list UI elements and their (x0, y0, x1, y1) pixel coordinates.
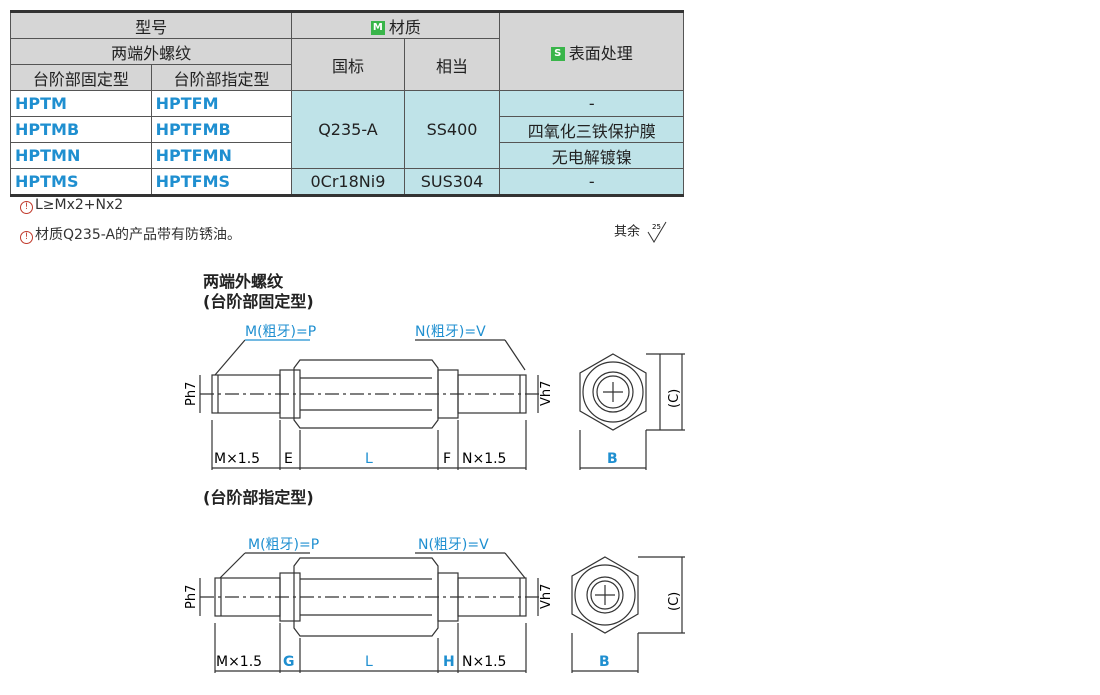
dim-v: Vh7 (539, 381, 554, 406)
model-specified[interactable]: HPTFMB (150, 116, 293, 143)
diagram1-title: 两端外螺纹 (台阶部固定型) (203, 272, 314, 311)
header-fixed: 台阶部固定型 (10, 64, 152, 91)
roughness-icon: 25 (647, 221, 667, 243)
model-fixed[interactable]: HPTMB (10, 116, 152, 143)
dim-l: L (365, 451, 373, 467)
material-badge-icon: M (370, 21, 385, 35)
material-gb: Q235-A (291, 90, 405, 169)
model-specified[interactable]: HPTFMN (150, 142, 293, 169)
dim-h: H (443, 654, 455, 670)
dim-m: M×1.5 (216, 654, 262, 670)
surface-cell: - (499, 90, 684, 117)
dim-n: N×1.5 (462, 451, 506, 467)
model-fixed[interactable]: HPTMN (10, 142, 152, 169)
material-equiv: SS400 (403, 90, 501, 169)
dim-l: L (365, 654, 373, 670)
header-specified: 台阶部指定型 (150, 64, 293, 91)
dim-n: N×1.5 (462, 654, 506, 670)
header-both-ends: 两端外螺纹 (9, 38, 293, 65)
dim-g: G (283, 654, 295, 670)
n-label: N(粗牙)=V (415, 324, 486, 340)
model-specified[interactable]: HPTFMS (150, 168, 293, 197)
roughness-rest: 其余 25 (614, 220, 670, 244)
table-row: HPTM HPTFM Q235-A SS400 - (10, 90, 684, 169)
dim-c: (C) (667, 389, 682, 408)
surface-cell: - (499, 168, 684, 197)
warning-icon: ! (20, 201, 33, 214)
note-1: !L≥Mx2+Nx2 (20, 197, 123, 214)
model-fixed[interactable]: HPTMS (10, 168, 152, 197)
surface-badge-icon: S (550, 47, 565, 61)
diagram2-title: (台阶部指定型) (203, 488, 314, 507)
table-row: HPTMB HPTFMB 四氧化三铁保护膜 (10, 116, 684, 143)
surface-cell: 四氧化三铁保护膜 (499, 116, 684, 143)
dim-p: Ph7 (184, 382, 199, 406)
table-row: HPTMN HPTFMN 无电解镀镍 (10, 142, 684, 169)
table-row: HPTMS HPTFMS 0Cr18Ni9 SUS304 - (10, 168, 684, 197)
svg-text:25: 25 (652, 223, 661, 231)
surface-cell: 无电解镀镍 (499, 142, 684, 169)
m-label: M(粗牙)=P (245, 324, 316, 340)
note-2: !材质Q235-A的产品带有防锈油。 (20, 224, 241, 244)
dim-b: B (599, 654, 610, 670)
dim-p: Ph7 (184, 585, 199, 609)
material-gb: 0Cr18Ni9 (291, 168, 405, 197)
dim-m: M×1.5 (214, 451, 260, 467)
header-model: 型号 (9, 10, 293, 39)
model-fixed[interactable]: HPTM (10, 90, 152, 117)
n-label: N(粗牙)=V (418, 537, 489, 553)
warning-icon: ! (20, 231, 33, 244)
header-equiv: 相当 (403, 38, 501, 91)
model-specified[interactable]: HPTFM (150, 90, 293, 117)
header-gb: 国标 (291, 38, 405, 91)
dim-f: F (443, 451, 451, 467)
diagram-specified: M(粗牙)=P N(粗牙)=V M×1.5 G L H N×1.5 Ph7 Vh… (184, 537, 685, 673)
dim-c: (C) (667, 592, 682, 611)
dim-b: B (607, 451, 618, 467)
material-equiv: SUS304 (403, 168, 501, 197)
dim-e: E (284, 451, 293, 467)
dim-v: Vh7 (539, 584, 554, 609)
m-label: M(粗牙)=P (248, 537, 319, 553)
diagram-fixed: M(粗牙)=P N(粗牙)=V M×1.5 E L F N×1.5 Ph7 Vh… (184, 324, 685, 470)
